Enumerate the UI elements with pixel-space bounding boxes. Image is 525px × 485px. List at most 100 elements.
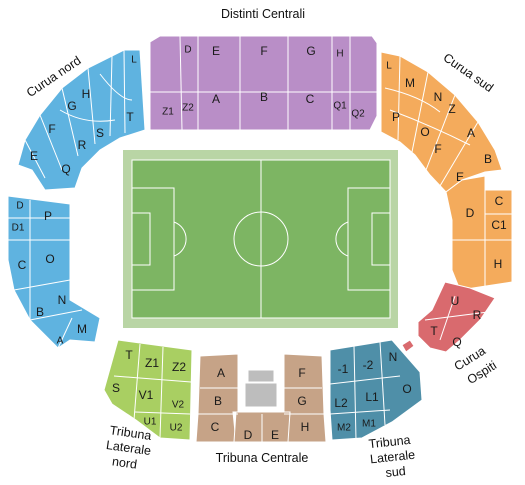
- section-label: M2: [337, 423, 351, 434]
- section-label: C: [18, 258, 27, 272]
- section-label: E: [30, 149, 38, 163]
- section-label: H: [336, 49, 343, 60]
- section-label: B: [36, 305, 44, 319]
- section-label: F: [298, 366, 305, 380]
- section-label: H: [301, 420, 310, 434]
- distinti-lower-block[interactable]: [149, 91, 378, 131]
- section-label: M: [77, 322, 87, 336]
- section-label: P: [44, 209, 52, 223]
- section-label: Z2: [182, 103, 194, 114]
- section-label: B: [214, 394, 222, 408]
- section-label: D: [184, 45, 191, 56]
- tribuna-laterale-sud-block[interactable]: [329, 339, 423, 441]
- section-label: D1: [12, 223, 25, 234]
- section-label: -1: [338, 362, 349, 376]
- section-label: A: [57, 336, 64, 347]
- section-label: F: [48, 122, 55, 136]
- section-label: B: [484, 152, 492, 166]
- section-label: F: [434, 142, 441, 156]
- area-label-curva-sud: Curua sud: [441, 50, 496, 95]
- curva-nord-stand[interactable]: L H T G S F R E Q: [17, 49, 146, 191]
- curva-sud-side-block[interactable]: [445, 175, 513, 291]
- section-label: Z1: [145, 356, 159, 370]
- section-label: H: [494, 257, 503, 271]
- section-label: A: [212, 92, 220, 106]
- section-label: N: [389, 350, 398, 364]
- section-label: F: [260, 44, 267, 58]
- tribuna-centrale-press-area: [247, 369, 275, 383]
- area-label-tribuna-laterale-sud: Laterale: [369, 448, 415, 467]
- curva-ospiti-block[interactable]: [417, 281, 496, 353]
- section-label: E: [271, 428, 279, 442]
- curva-nord-side-stand[interactable]: D D1 P C O B N A M: [7, 195, 101, 349]
- section-label: Q: [61, 162, 70, 176]
- section-label: D: [244, 428, 253, 442]
- section-label: N: [434, 90, 443, 104]
- area-label-distinti-centrali: Distinti Centrali: [221, 7, 305, 21]
- curva-sud-block[interactable]: [380, 51, 503, 193]
- section-label: C1: [491, 218, 507, 232]
- section-label: T: [125, 348, 133, 362]
- section-label: E: [456, 170, 464, 184]
- section-label: M1: [362, 419, 376, 430]
- distinti-centrali-stand[interactable]: D E F G H Z1 Z2 A B C Q1 Q2: [149, 35, 378, 131]
- section-label: L: [386, 61, 392, 72]
- section-label: G: [67, 99, 76, 113]
- section-label: H: [82, 87, 91, 101]
- tribuna-laterale-nord-stand[interactable]: T Z1 Z2 S V1 V2 U1 U2: [103, 339, 193, 441]
- section-label: G: [297, 394, 306, 408]
- section-label: O: [420, 125, 429, 139]
- section-label: A: [467, 126, 475, 140]
- section-label: S: [96, 126, 104, 140]
- section-label: R: [473, 308, 482, 322]
- tribuna-centrale-stand[interactable]: A F B G C D E H: [195, 353, 327, 443]
- section-label: V2: [172, 400, 185, 411]
- section-label: E: [212, 44, 220, 58]
- section-label: T: [430, 324, 438, 338]
- section-label: Z1: [162, 107, 174, 118]
- section-label: C: [211, 420, 220, 434]
- section-label: M: [405, 76, 415, 90]
- section-label: T: [126, 110, 134, 124]
- tribuna-centrale-press-area: [244, 382, 278, 408]
- tribuna-laterale-sud-stand[interactable]: -1 -2 N O L2 L1 M2 M1: [329, 339, 423, 441]
- area-label-tribuna-laterale-nord: Laterale: [105, 438, 152, 458]
- section-label: N: [58, 293, 67, 307]
- area-label-tribuna-laterale-nord: Tribuna: [109, 423, 153, 443]
- section-label: U2: [170, 423, 183, 434]
- area-label-tribuna-laterale-sud: sud: [385, 464, 407, 480]
- section-label: R: [78, 138, 87, 152]
- section-label: S: [112, 381, 120, 395]
- curva-sud-side-stand[interactable]: D C C1 H: [445, 175, 513, 291]
- section-label: O: [402, 382, 411, 396]
- section-label: L1: [365, 390, 379, 404]
- section-label: Z: [448, 102, 455, 116]
- curva-sud-stand[interactable]: L M N Z P O A F B E: [380, 51, 503, 193]
- section-label: O: [45, 252, 54, 266]
- section-label: P: [392, 110, 400, 124]
- section-label: U: [451, 294, 460, 308]
- section-label: C: [495, 194, 504, 208]
- section-label: -2: [363, 358, 374, 372]
- area-label-tribuna-laterale-sud: Tribuna: [368, 433, 411, 451]
- section-label: L2: [334, 396, 348, 410]
- section-label: L: [131, 55, 137, 66]
- curva-ospiti-small-block[interactable]: [401, 339, 415, 353]
- section-label: Q: [452, 335, 461, 349]
- section-label: Z2: [172, 360, 186, 374]
- section-label: A: [217, 366, 225, 380]
- curva-ospiti-stand[interactable]: U R T Q: [401, 281, 496, 353]
- section-label: U1: [144, 417, 157, 428]
- section-label: B: [260, 90, 268, 104]
- curva-nord-block[interactable]: [17, 49, 146, 191]
- section-label: C: [306, 92, 315, 106]
- section-label: D: [466, 206, 475, 220]
- section-label: Q1: [333, 101, 347, 112]
- section-label: Q2: [351, 109, 365, 120]
- pitch: [123, 150, 398, 328]
- curva-nord-side-block[interactable]: [7, 195, 101, 349]
- section-label: V1: [139, 388, 154, 402]
- tribuna-laterale-nord-block[interactable]: [103, 339, 193, 441]
- section-label: D: [16, 201, 23, 212]
